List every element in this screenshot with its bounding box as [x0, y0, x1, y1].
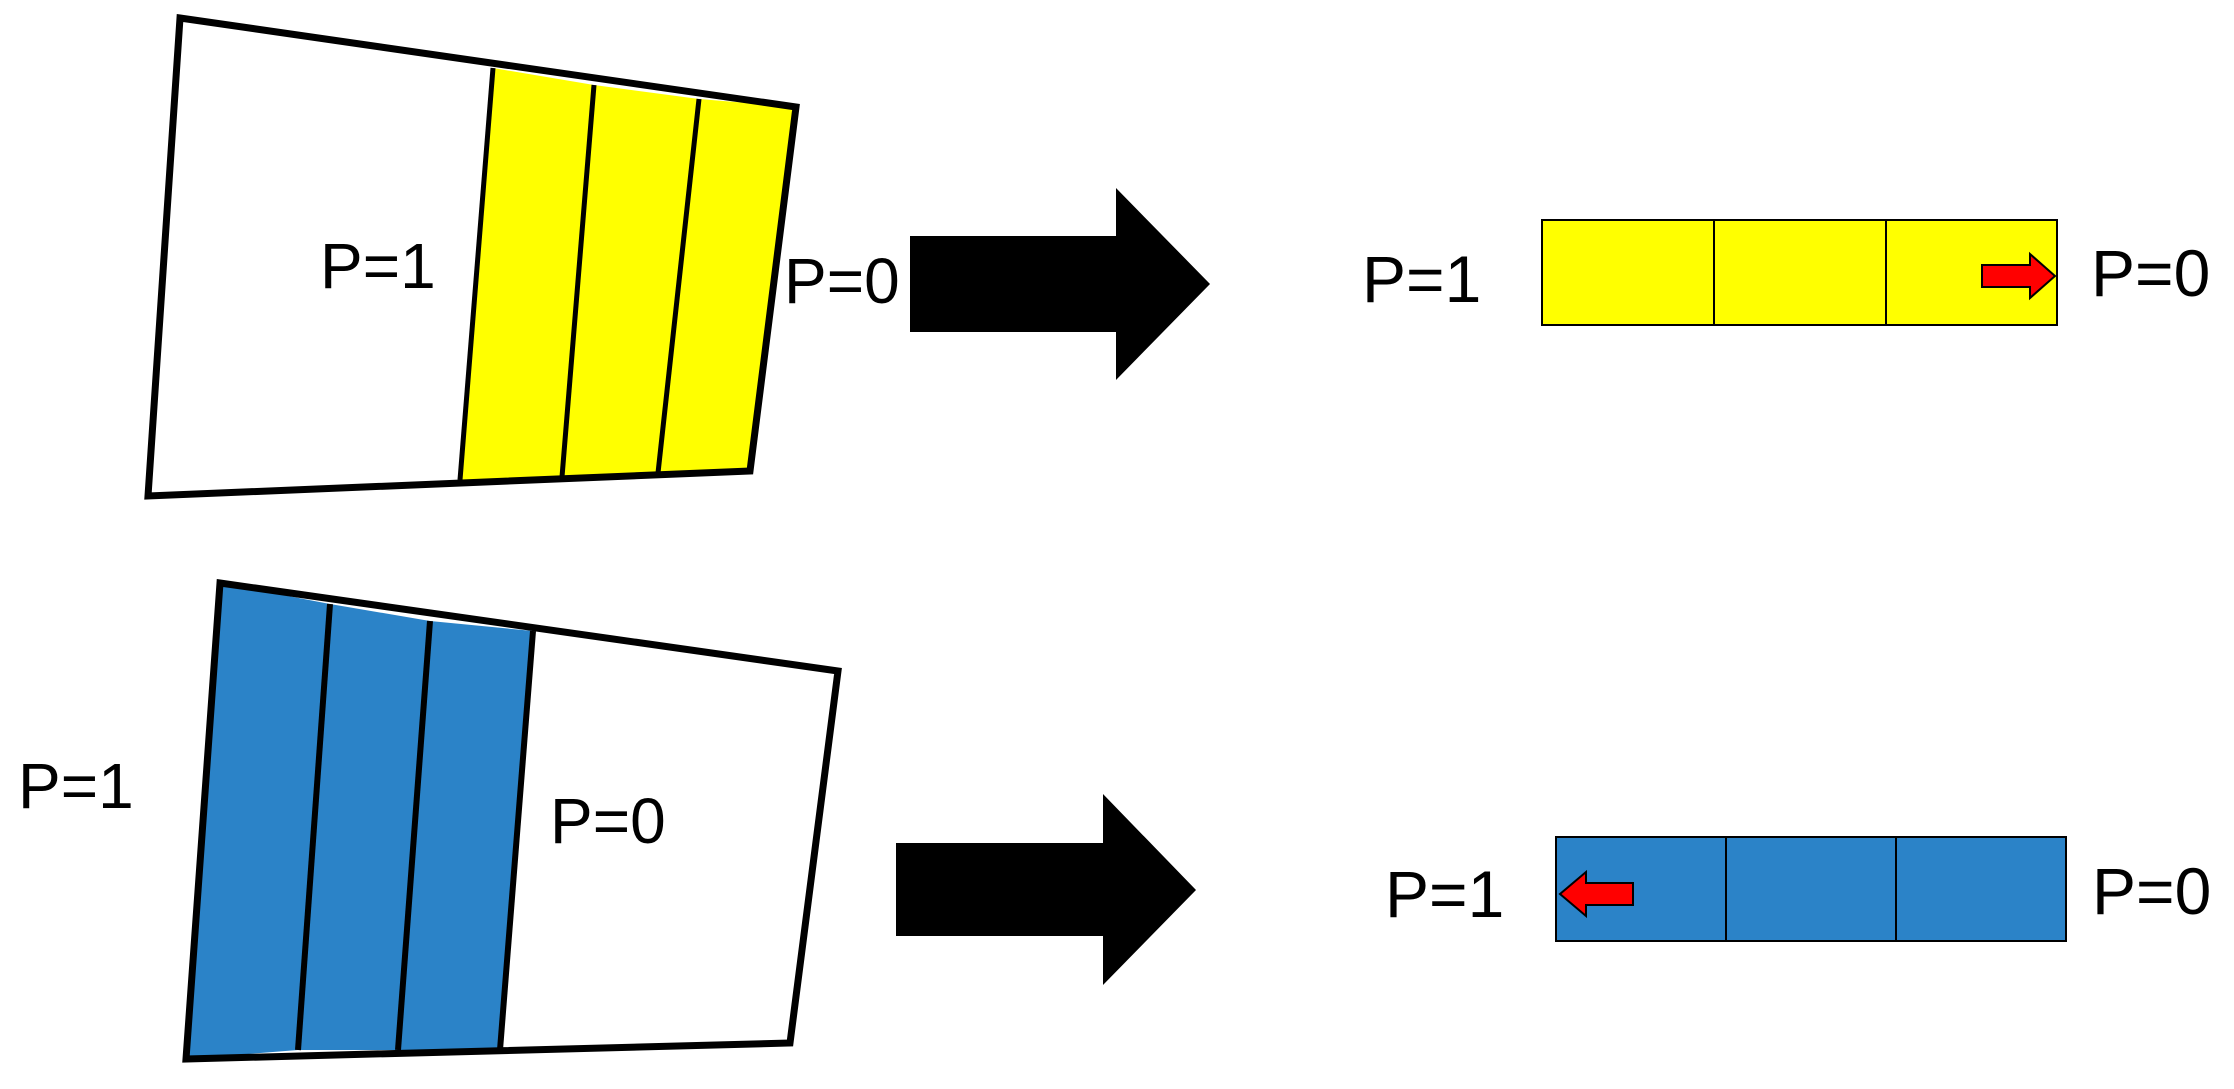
bottom-trapezoid-label-p1: P=1 — [18, 750, 134, 822]
bottom-trapezoid-strip-2 — [298, 604, 430, 1050]
bottom-trapezoid-label-p0: P=0 — [550, 785, 666, 857]
bottom-strip-label-p1: P=1 — [1385, 857, 1504, 931]
top-strip — [1541, 219, 2058, 326]
bottom-trapezoid-divider — [395, 620, 433, 1051]
bottom-trapezoid-white-region — [500, 631, 838, 1050]
top-strip-cell — [1541, 219, 1715, 326]
bottom-trapezoid-outline — [182, 579, 842, 1063]
top-strip-cell — [1713, 219, 1887, 326]
bottom-strip-cell — [1895, 836, 2067, 942]
top-trapezoid-divider — [457, 67, 496, 481]
top-strip-label-p1: P=1 — [1362, 242, 1481, 316]
bottom-trapezoid — [182, 579, 842, 1063]
top-trapezoid-strip-2 — [562, 85, 699, 477]
red-left-arrow-icon — [1558, 869, 1634, 919]
top-trapezoid-white-region — [148, 18, 493, 496]
bottom-trapezoid-divider — [295, 603, 333, 1051]
right-arrow-icon — [910, 188, 1210, 380]
red-right-arrow-icon — [1981, 251, 2057, 301]
top-trapezoid-label-p1: P=1 — [320, 230, 436, 302]
bottom-strip-label-p0: P=0 — [2092, 854, 2211, 928]
bottom-trapezoid-strip-3 — [398, 621, 533, 1050]
top-strip-label-p0: P=0 — [2091, 236, 2210, 310]
bottom-strip — [1555, 836, 2067, 942]
top-trapezoid-divider — [655, 98, 702, 474]
top-trapezoid-outline — [144, 13, 800, 500]
right-arrow-icon — [896, 794, 1196, 985]
bottom-strip-cell — [1725, 836, 1897, 942]
bottom-trapezoid-strip-1 — [186, 583, 330, 1059]
top-trapezoid-strip-1 — [460, 68, 594, 480]
bottom-trapezoid-divider — [497, 630, 536, 1051]
top-trapezoid — [144, 13, 800, 500]
top-trapezoid-label-p0: P=0 — [784, 245, 900, 317]
top-trapezoid-divider — [559, 84, 597, 478]
